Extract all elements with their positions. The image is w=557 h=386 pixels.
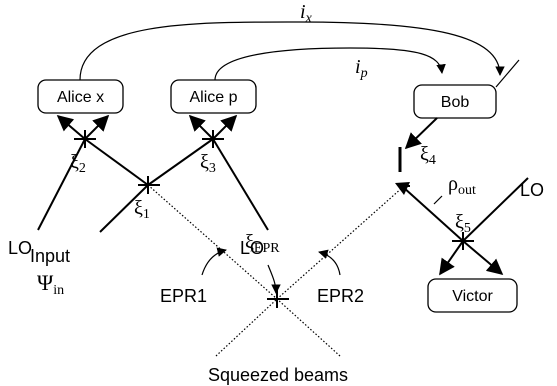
bs1-to-bs2-beam (84, 138, 149, 186)
bs4-arrowhead (395, 182, 410, 195)
epr2-label: EPR2 (317, 286, 364, 306)
squeezed-beam-left (215, 298, 278, 357)
victor-box (427, 278, 518, 313)
lo-middle-beam (212, 138, 269, 231)
xi-epr-pointer (267, 264, 281, 294)
epr1-pointer (201, 247, 227, 276)
ix-signal-arc (79, 21, 505, 81)
lo-middle-label: LO (240, 238, 264, 258)
ip-label: ip (355, 56, 368, 81)
bob-output-line (495, 59, 520, 88)
bs3-to-alice-p-left (188, 114, 214, 140)
rho-out-label: ρout (448, 173, 476, 198)
input-beam (99, 184, 149, 233)
ix-label: ix (300, 1, 313, 26)
squeezed-beams-label: Squeezed beams (208, 365, 348, 385)
squeezed-beam-right (276, 298, 341, 357)
bs5-to-victor-left (439, 240, 464, 276)
lo-right-label: LO (520, 180, 544, 200)
xi5-label: ξ5 (455, 211, 471, 236)
lo-left-beam (37, 138, 86, 231)
alice-p-label: Alice p (189, 89, 237, 106)
lo-left-label: LO (8, 238, 32, 258)
rho-out-pointer (433, 195, 443, 205)
epr1-label: EPR1 (160, 286, 207, 306)
epr1-beam (147, 184, 278, 300)
bob-to-modulator (404, 117, 438, 150)
bs5-to-victor-right (462, 240, 504, 276)
alice-x-box (37, 79, 124, 114)
bob-label: Bob (441, 94, 470, 111)
xi2-label: ξ2 (70, 151, 86, 176)
xi3-label: ξ3 (200, 151, 216, 176)
output-beam (402, 186, 464, 242)
lo-right-beam (462, 177, 529, 242)
alice-x-label: Alice x (57, 89, 104, 106)
ip-signal-arc (214, 47, 446, 81)
xi-epr-label: ξEPR (245, 231, 280, 256)
xi1-label: ξ1 (134, 197, 150, 222)
xi4-label: ξ4 (420, 143, 436, 168)
victor-label: Victor (452, 288, 493, 305)
psi-in-label: Ψin (37, 270, 64, 298)
epr2-pointer (318, 249, 341, 276)
bs3-to-alice-p-right (212, 114, 238, 140)
bs2-to-alice-x-left (56, 114, 86, 140)
bs2-to-alice-x-right (84, 114, 110, 140)
alice-p-box (170, 79, 257, 114)
bob-box (413, 84, 497, 119)
epr2-beam (276, 186, 404, 300)
bs1-to-bs3-beam (147, 138, 214, 186)
input-label: Input (30, 246, 70, 266)
